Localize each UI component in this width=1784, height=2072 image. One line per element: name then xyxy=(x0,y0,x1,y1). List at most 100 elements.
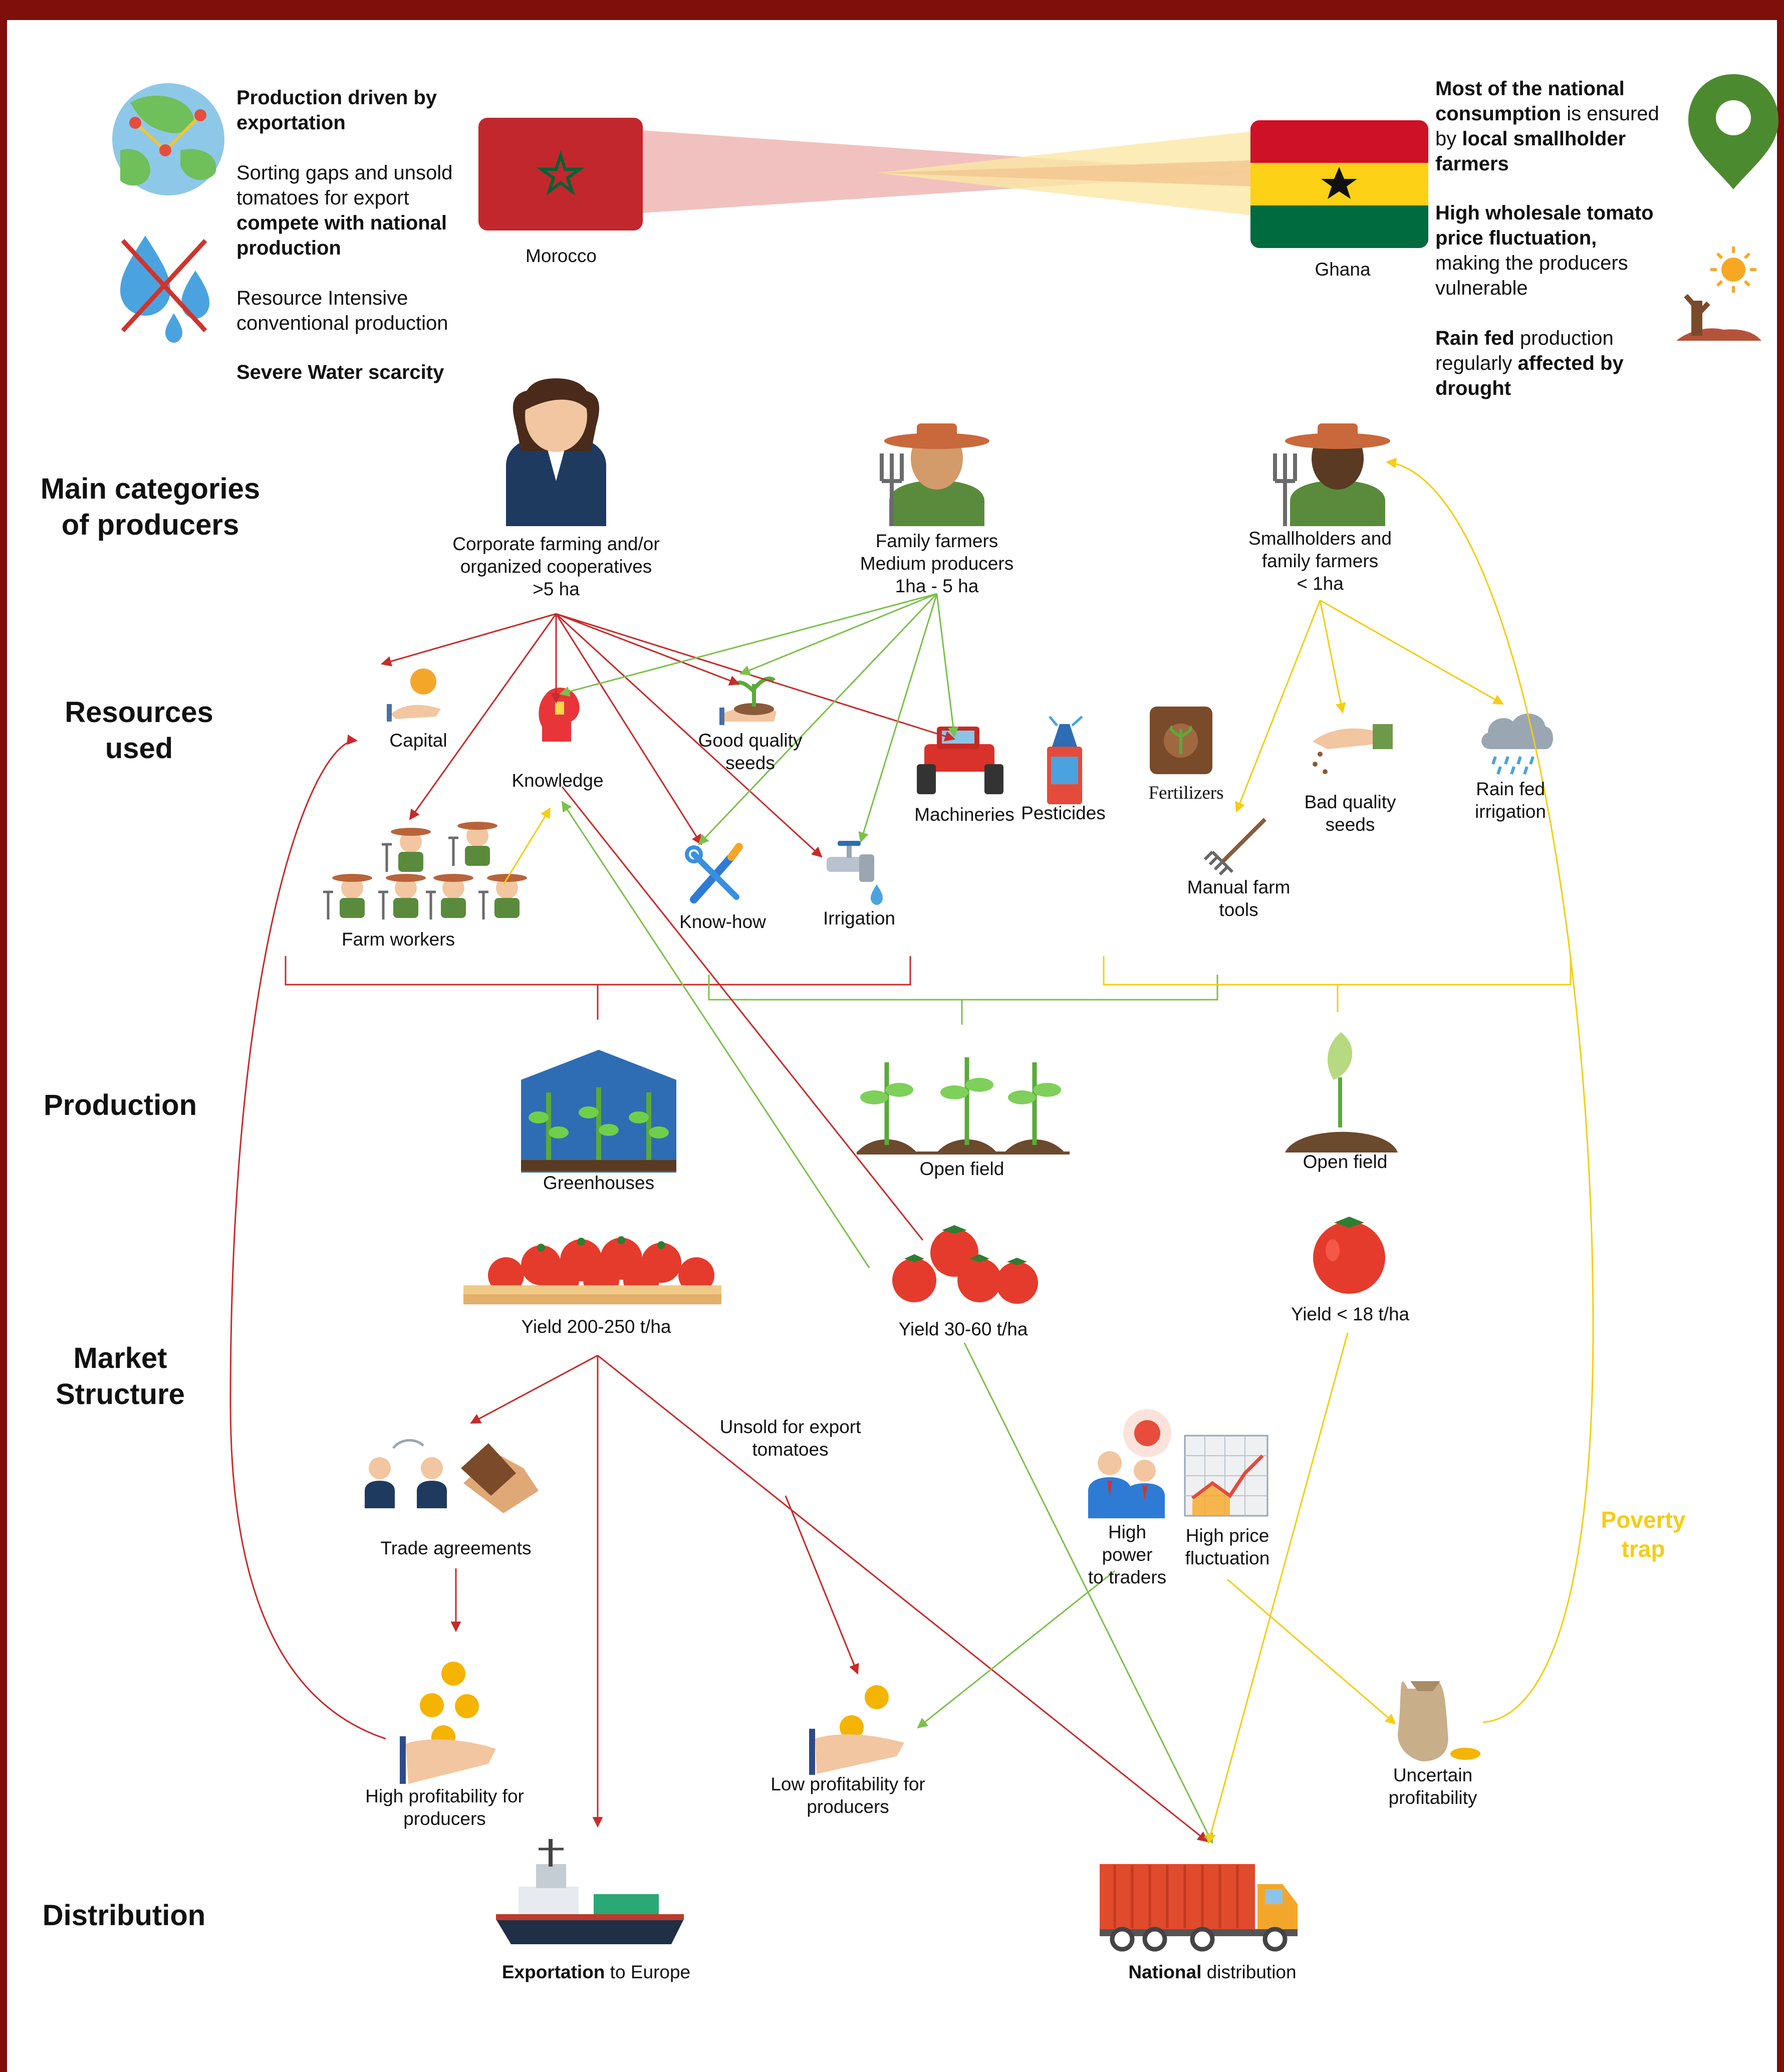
morocco-export-text: Production driven by exportation xyxy=(236,85,437,135)
row-label-market-line-1: Market xyxy=(73,1342,167,1374)
open-field-smallholder-icon xyxy=(1285,1032,1398,1153)
arrow-yield-national xyxy=(597,1354,1208,1843)
resource-bad-seeds-line-2: seeds xyxy=(1325,814,1375,835)
producer-corporate-line-1: Corporate farming and/or xyxy=(452,534,660,554)
morocco-export-line-1: Production driven by xyxy=(236,87,437,109)
irrigation-tap-icon xyxy=(827,841,883,905)
arrow-family-knowhow xyxy=(698,593,938,845)
producer-smallholder-line-3: < 1ha xyxy=(1297,573,1344,594)
market-low-profitability-label: Low profitability for producers xyxy=(764,1773,932,1818)
capital-icon xyxy=(387,668,441,722)
producer-corporate-line-2: organized cooperatives xyxy=(460,556,652,577)
ghana-consumption-line-2b: is ensured xyxy=(1561,103,1659,125)
distribution-export-bold: Exportation xyxy=(501,1962,605,1982)
morocco-label: Morocco xyxy=(526,246,597,266)
morocco-sorting-line-2: tomatoes for export xyxy=(236,187,409,209)
market-uncertain-line-2: profitability xyxy=(1388,1787,1477,1808)
open-field-family-icon xyxy=(857,1057,1070,1155)
arrow-unsold-lowprofit xyxy=(785,1495,859,1675)
morocco-resource-text: Resource Intensive conventional producti… xyxy=(236,286,448,336)
producer-corporate-label: Corporate farming and/or organized coope… xyxy=(416,533,696,600)
poverty-trap-label: Poverty trap xyxy=(1583,1505,1703,1563)
market-high-profit-line-1: High profitability for xyxy=(365,1786,524,1806)
arrow-poverty-trap-loop xyxy=(1385,457,1594,1723)
delivery-truck-icon xyxy=(1100,1864,1298,1952)
ghana-rain-text: Rain fed production regularly affected b… xyxy=(1435,326,1624,401)
arrow-family-knowledge xyxy=(559,593,937,697)
resource-good-seeds-line-2: seeds xyxy=(725,753,775,773)
row-label-market: Market Structure xyxy=(20,1340,220,1413)
morocco-sorting-line-1: Sorting gaps and unsold xyxy=(236,162,453,184)
row-label-resources-line-1: Resources xyxy=(65,696,213,729)
row-label-market-line-2: Structure xyxy=(56,1378,185,1411)
market-traders-line-3: to traders xyxy=(1088,1567,1167,1587)
resource-good-seeds-line-1: Good quality xyxy=(698,730,803,751)
arrow-profit-capital-loop xyxy=(229,734,386,1740)
resource-manual-tools-line-1: Manual farm xyxy=(1187,877,1291,897)
ghana-price-line-2: price fluctuation, xyxy=(1435,227,1597,249)
morocco-sorting-text: Sorting gaps and unsold tomatoes for exp… xyxy=(236,160,452,261)
frame-top-border xyxy=(0,0,1784,20)
resource-pesticides-label: Pesticides xyxy=(1021,803,1106,823)
poverty-trap-line-1: Poverty xyxy=(1601,1507,1686,1533)
producer-smallholder-line-1: Smallholders and xyxy=(1248,528,1392,549)
arrow-small-badseeds xyxy=(1319,600,1346,714)
ghana-price-text: High wholesale tomato price fluctuation,… xyxy=(1435,200,1654,301)
ghana-consumption-text: Most of the national consumption is ensu… xyxy=(1435,76,1659,176)
arrow-workers-knowledge xyxy=(502,807,551,885)
row-label-resources: Resources used xyxy=(20,695,258,767)
market-high-profit-line-2: producers xyxy=(403,1808,486,1829)
row-label-main-categories: Main categories of producers xyxy=(20,471,281,543)
row-label-main-categories-line-2: of producers xyxy=(61,509,239,541)
ghana-rain-line-1b: production xyxy=(1514,327,1614,349)
distribution-national-bold: National xyxy=(1128,1962,1202,1982)
tomato-crate-icon xyxy=(463,1236,721,1304)
distribution-national-rest: distribution xyxy=(1201,1962,1297,1982)
farm-workers-icon xyxy=(323,822,527,919)
ghana-consumption-line-2a: consumption xyxy=(1435,103,1562,125)
arrow-yield-trade xyxy=(470,1354,598,1424)
producer-family-line-1: Family farmers xyxy=(875,531,998,551)
producer-family-line-2: Medium producers xyxy=(860,553,1014,574)
producer-family-label: Family farmers Medium producers 1ha - 5 … xyxy=(822,530,1052,597)
knowledge-icon xyxy=(539,687,580,742)
row-label-main-categories-line-1: Main categories xyxy=(40,473,261,505)
drought-icon xyxy=(1676,247,1761,341)
line-knowledge-yield xyxy=(561,786,924,1241)
market-fluct-line-2: fluctuation xyxy=(1185,1548,1270,1568)
producer-smallholder-label: Smallholders and family farmers < 1ha xyxy=(1220,527,1420,595)
resource-knowhow-label: Know-how xyxy=(679,911,766,932)
morocco-flag-icon xyxy=(478,118,643,231)
greenhouse-icon xyxy=(521,1050,676,1173)
trade-beams xyxy=(642,130,1252,215)
production-greenhouses-label: Greenhouses xyxy=(543,1173,655,1193)
low-profit-icon xyxy=(809,1685,904,1775)
resource-capital-label: Capital xyxy=(389,730,447,751)
resource-bad-seeds-label: Bad quality seeds xyxy=(1283,791,1418,836)
market-trade-agreements-label: Trade agreements xyxy=(380,1538,532,1558)
distribution-export-label: Exportation to Europe xyxy=(481,1961,711,1983)
price-fluctuation-chart-icon xyxy=(1184,1435,1268,1517)
pesticides-icon xyxy=(1047,716,1083,804)
distribution-national-label: National distribution xyxy=(1112,1961,1313,1983)
rake-icon xyxy=(1203,818,1266,876)
fertilizer-bag-icon xyxy=(1150,707,1212,774)
location-pin-icon xyxy=(1688,74,1778,189)
market-traders-line-2: power xyxy=(1102,1544,1153,1565)
resource-rainfed-line-1: Rain fed xyxy=(1476,779,1545,799)
market-fluct-line-1: High price xyxy=(1185,1525,1269,1546)
globe-icon xyxy=(112,83,224,195)
family-resources-bracket xyxy=(708,975,1218,1025)
market-traders-label: High power to traders xyxy=(1072,1521,1182,1588)
production-open-field-family-label: Open field xyxy=(919,1159,1004,1179)
high-profit-icon xyxy=(400,1662,496,1784)
corporate-farmer-icon xyxy=(506,378,606,526)
ghana-flag-icon xyxy=(1250,120,1428,248)
smallholder-resources-bracket xyxy=(1103,956,1572,1012)
ghana-price-line-4: vulnerable xyxy=(1435,277,1528,299)
tomato-cluster-icon xyxy=(892,1225,1038,1304)
good-seeds-icon xyxy=(719,676,777,725)
resource-bad-seeds-line-1: Bad quality xyxy=(1304,792,1396,812)
